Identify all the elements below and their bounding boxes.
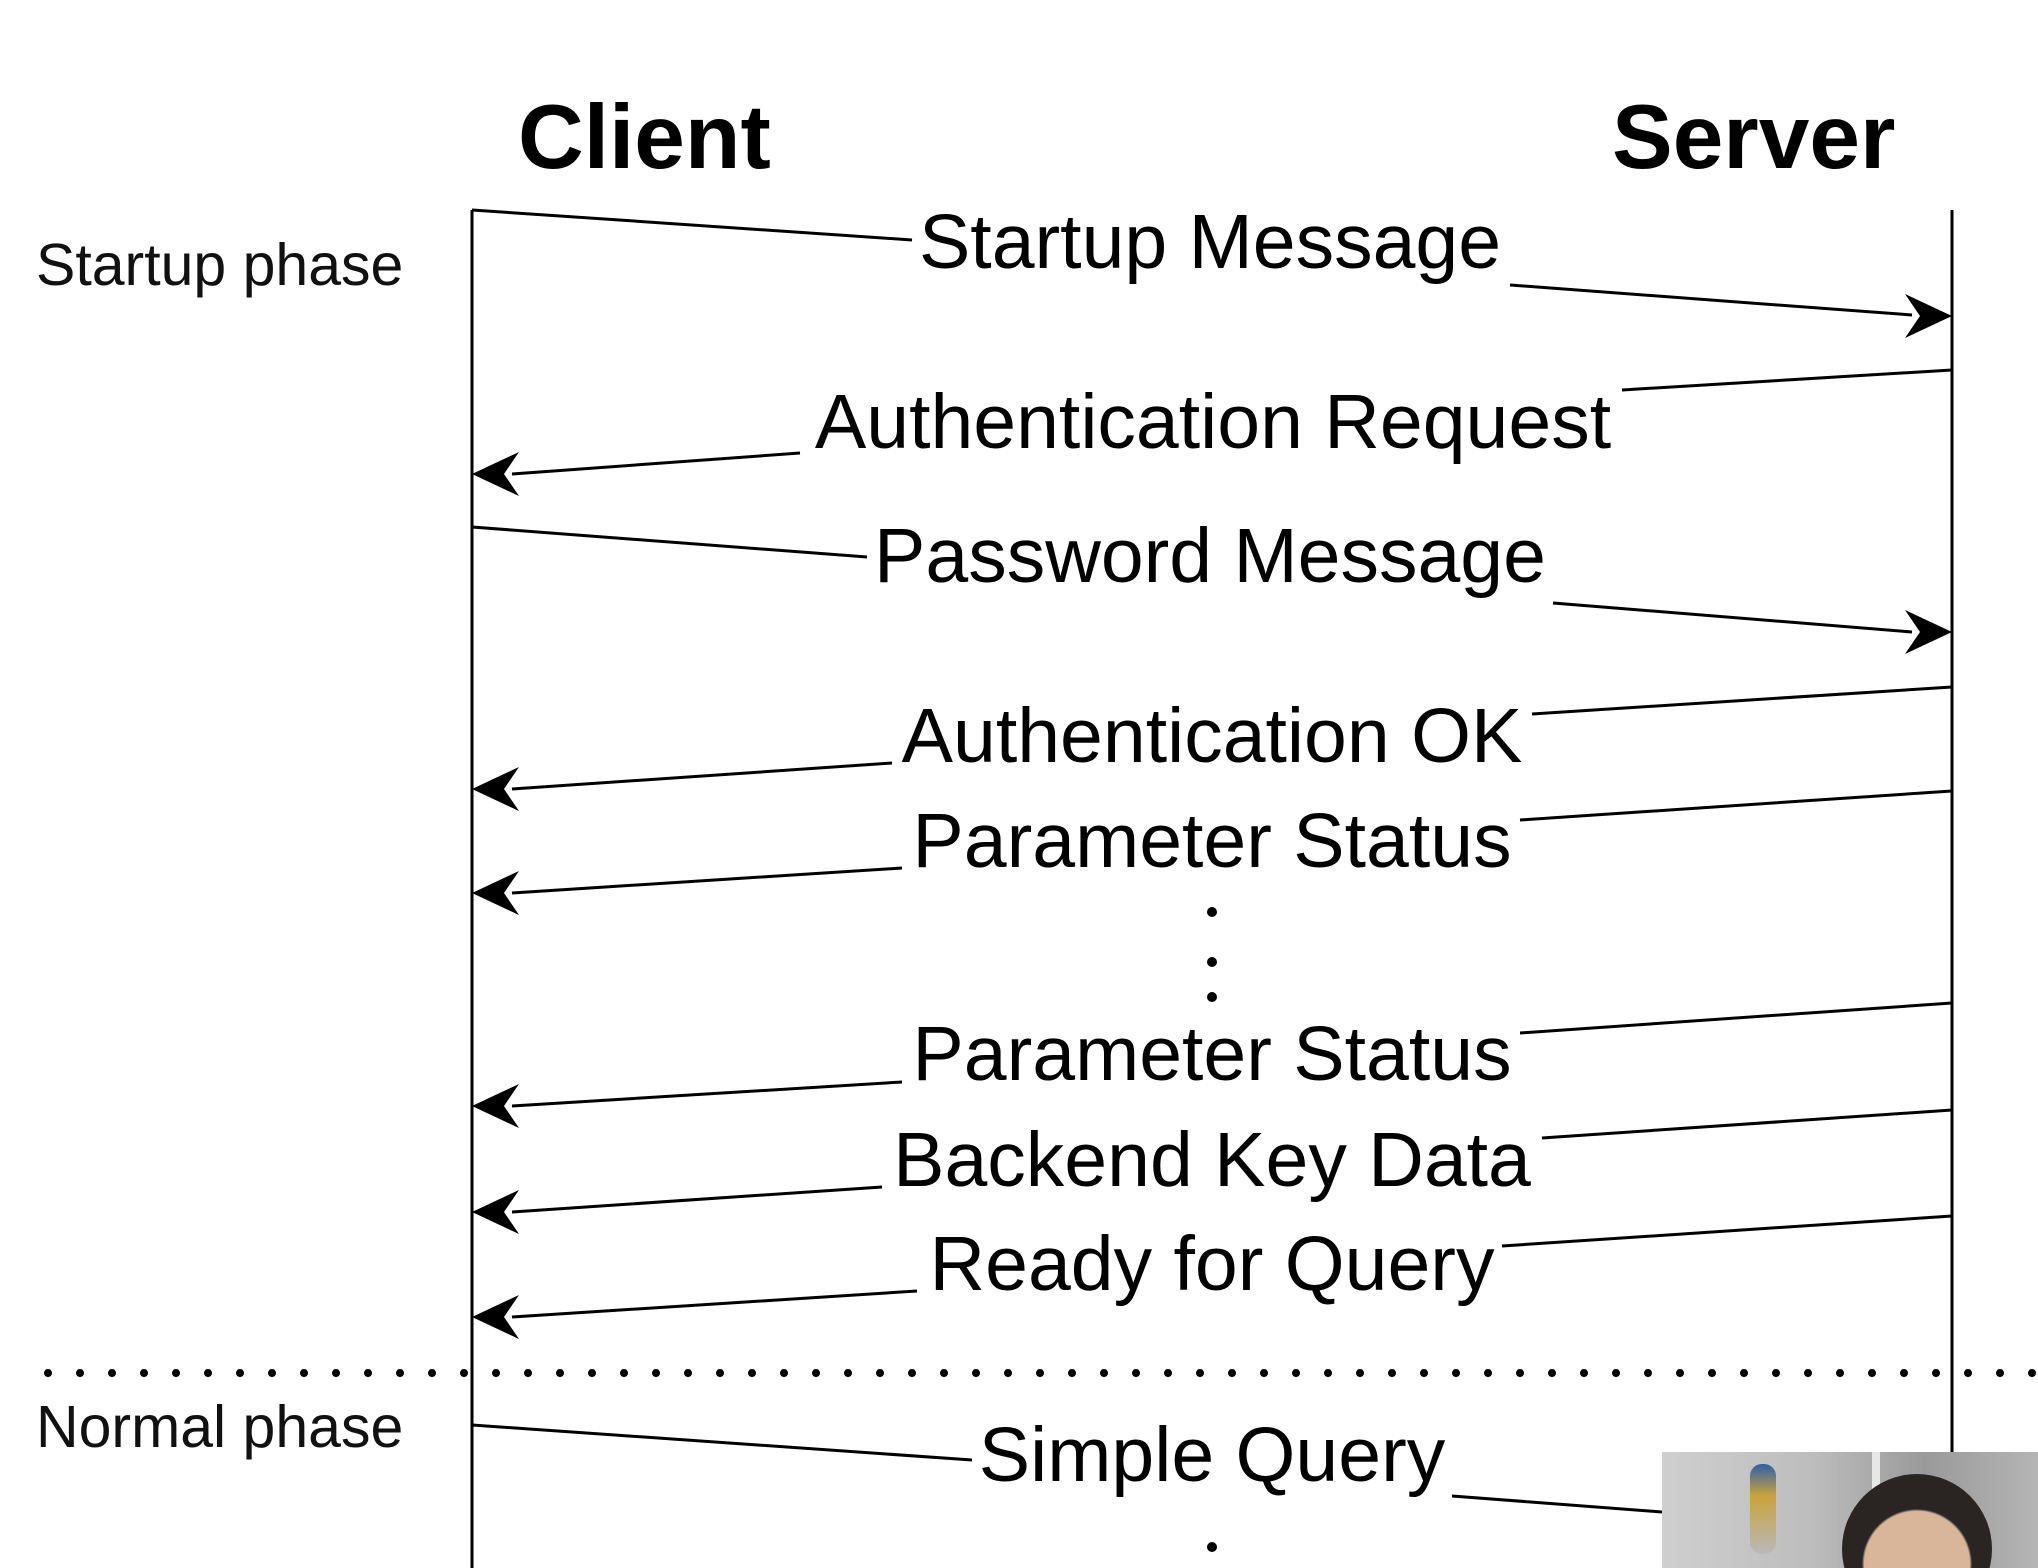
message-backend-key-data-label: Backend Key Data [893, 1117, 1531, 1203]
presenter-video [1842, 1474, 1992, 1568]
message-startup: Startup Message [471, 199, 1952, 338]
normal-phase-label: Normal phase [36, 1394, 403, 1460]
startup-phase-label: Startup phase [36, 232, 403, 298]
message-password-label: Password Message [874, 513, 1546, 599]
ellipsis-dots [1207, 907, 1217, 1002]
message-ready-for-query-label: Ready for Query [930, 1221, 1495, 1307]
webcam-background-decor [1750, 1464, 1776, 1554]
message-parameter-status-1-label: Parameter Status [912, 798, 1511, 884]
message-parameter-status-2-label: Parameter Status [912, 1011, 1511, 1097]
message-parameter-status-1: Parameter Status [472, 789, 1953, 915]
webcam-overlay [1662, 1452, 2038, 1568]
server-heading: Server [1612, 87, 1895, 188]
message-password: Password Message [471, 513, 1952, 654]
message-authentication-ok-label: Authentication OK [902, 693, 1523, 779]
message-simple-query-label: Simple Query [979, 1412, 1446, 1498]
message-ready-for-query: Ready for Query [472, 1214, 1953, 1339]
message-parameter-status-2: Parameter Status [472, 1001, 1953, 1128]
message-authentication-request-label: Authentication Request [815, 379, 1611, 465]
message-simple-query: Simple Query [471, 1412, 1663, 1552]
message-startup-label: Startup Message [919, 199, 1501, 285]
message-backend-key-data: Backend Key Data [472, 1108, 1953, 1234]
message-authentication-ok: Authentication OK [472, 685, 1953, 811]
message-authentication-request: Authentication Request [472, 368, 1953, 496]
client-heading: Client [518, 87, 771, 188]
